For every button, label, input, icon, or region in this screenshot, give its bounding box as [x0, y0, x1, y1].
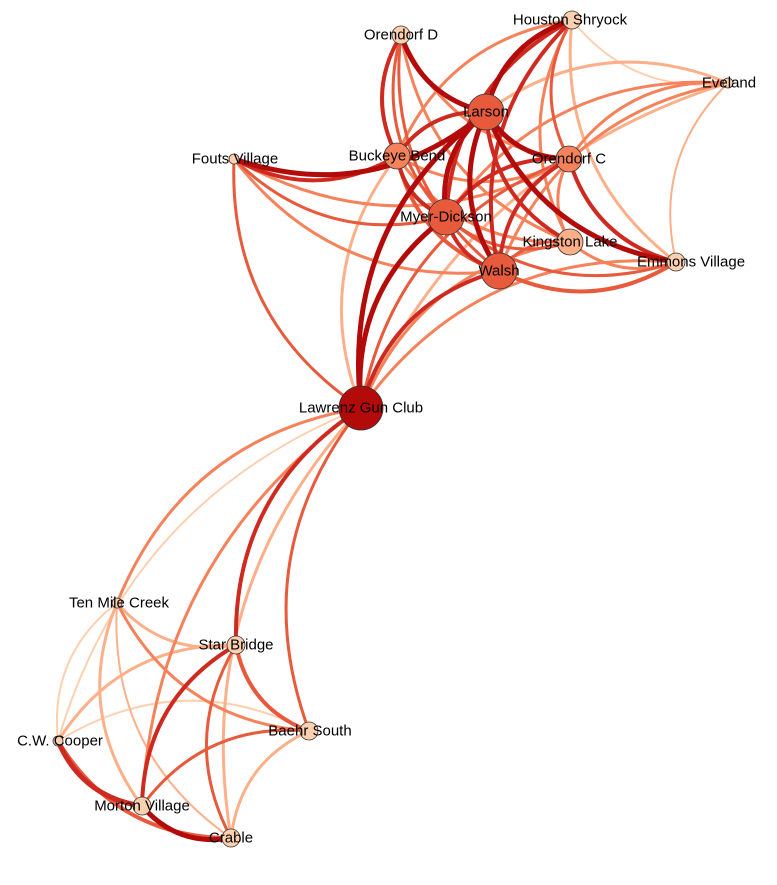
edge-eveland-walsh [497, 81, 730, 273]
edge-orendorf-d-buckeye-bend [380, 33, 403, 158]
edge-ten-mile-creek-morton-village [98, 601, 144, 808]
labels-layer: Orendorf D Houston ShryockEvelandLarsonFo… [17, 12, 756, 847]
edge-houston-shryock-eveland [571, 19, 729, 86]
edge-eveland-lawrenz-gun-club [359, 81, 730, 410]
node-label-fouts-village: Fouts Village [192, 151, 278, 168]
edge-larson-emmons-village [483, 109, 679, 265]
edge-fouts-village-lawrenz-gun-club [232, 157, 363, 410]
edge-houston-shryock-walsh [488, 18, 574, 273]
edge-orendorf-d-walsh [397, 33, 501, 273]
node-label-ten-mile-creek: Ten Mile Creek [69, 595, 170, 612]
node-kingston-lake[interactable] [556, 228, 584, 256]
edge-cw-cooper-morton-village [55, 738, 145, 809]
edge-houston-shryock-emmons-village [568, 18, 678, 264]
node-label-myer-dickson: Myer-Dickson [400, 209, 492, 226]
node-larson[interactable] [467, 93, 505, 131]
edge-buckeye-bend-lawrenz-gun-club [339, 154, 399, 410]
node-label-houston-shryock: Houston Shryock [513, 12, 628, 29]
node-orendorf-c[interactable] [555, 145, 583, 173]
edge-emmons-village-lawrenz-gun-club [359, 259, 678, 410]
node-label-baehr-south: Baehr South [268, 723, 351, 740]
node-label-larson: Larson [463, 104, 509, 121]
node-label-crable: Crable [209, 830, 253, 847]
edge-walsh-lawrenz-gun-club [359, 269, 501, 410]
node-label-lawrenz-gun-club: Lawrenz Gun Club [299, 400, 423, 417]
edge-houston-shryock-buckeye-bend [395, 18, 574, 158]
node-label-buckeye-bend: Buckeye Bend [349, 148, 446, 165]
edge-fouts-village-myer-dickson [232, 157, 448, 227]
node-label-eveland: Eveland [702, 75, 756, 92]
edge-morton-village-crable [139, 803, 234, 843]
edge-star-bridge-morton-village [140, 643, 238, 808]
edge-baehr-south-morton-village [140, 728, 311, 808]
node-morton-village[interactable] [132, 796, 152, 816]
edge-lawrenz-gun-club-cw-cooper [57, 407, 362, 742]
node-label-emmons-village: Emmons Village [637, 254, 745, 271]
edge-lawrenz-gun-club-star-bridge [233, 406, 363, 647]
node-label-morton-village: Morton Village [94, 798, 190, 815]
edge-fouts-village-walsh [232, 157, 501, 275]
node-label-kingston-lake: Kingston Lake [522, 234, 617, 251]
edge-lawrenz-gun-club-baehr-south [284, 406, 363, 733]
node-lawrenz-gun-club[interactable] [338, 385, 384, 431]
edge-ten-mile-creek-crable [115, 602, 232, 839]
node-walsh[interactable] [480, 252, 518, 290]
edges-layer [55, 17, 730, 843]
node-label-walsh: Walsh [478, 263, 519, 280]
edge-walsh-emmons-village [497, 260, 678, 294]
node-myer-dickson[interactable] [427, 198, 465, 236]
node-label-star-bridge: Star Bridge [198, 637, 273, 654]
edge-larson-kingston-lake [484, 110, 572, 244]
edge-myer-dickson-emmons-village [444, 215, 678, 278]
edge-ten-mile-creek-baehr-south [115, 601, 311, 733]
edge-lawrenz-gun-club-crable [221, 406, 363, 840]
edge-star-bridge-crable [204, 643, 238, 840]
edge-cw-cooper-crable [56, 739, 233, 840]
node-crable[interactable] [221, 828, 241, 848]
node-eveland[interactable] [722, 77, 734, 89]
edge-myer-dickson-lawrenz-gun-club [357, 214, 449, 411]
node-emmons-village[interactable] [666, 252, 686, 272]
node-label-orendorf-d: Orendorf D [364, 27, 438, 44]
edge-eveland-emmons-village [669, 82, 729, 263]
node-ten-mile-creek[interactable] [111, 597, 123, 609]
edge-eveland-orendorf-c [567, 81, 730, 161]
node-orendorf-d[interactable] [391, 25, 411, 45]
node-star-bridge[interactable] [226, 635, 246, 655]
edge-baehr-south-cw-cooper [57, 699, 310, 742]
edge-lawrenz-gun-club-ten-mile-creek [115, 406, 363, 605]
node-label-orendorf-c: Orendorf C [532, 151, 606, 168]
edge-ten-mile-creek-star-bridge [115, 601, 238, 649]
edge-star-bridge-baehr-south [234, 643, 311, 733]
node-buckeye-bend[interactable] [383, 142, 411, 170]
edge-houston-shryock-orendorf-c [549, 18, 574, 161]
node-cw-cooper[interactable] [52, 735, 64, 747]
node-houston-shryock[interactable] [562, 10, 582, 30]
node-fouts-village[interactable] [228, 153, 240, 165]
nodes-layer [52, 10, 734, 848]
node-baehr-south[interactable] [299, 721, 319, 741]
edge-star-bridge-cw-cooper [56, 643, 238, 743]
edge-lawrenz-gun-club-morton-village [140, 406, 363, 808]
edge-larson-walsh [467, 109, 502, 274]
edge-orendorf-d-myer-dickson [391, 33, 448, 219]
node-label-cw-cooper: C.W. Cooper [17, 733, 103, 750]
edge-ten-mile-creek-cw-cooper [56, 602, 118, 742]
edge-baehr-south-crable [229, 729, 311, 840]
